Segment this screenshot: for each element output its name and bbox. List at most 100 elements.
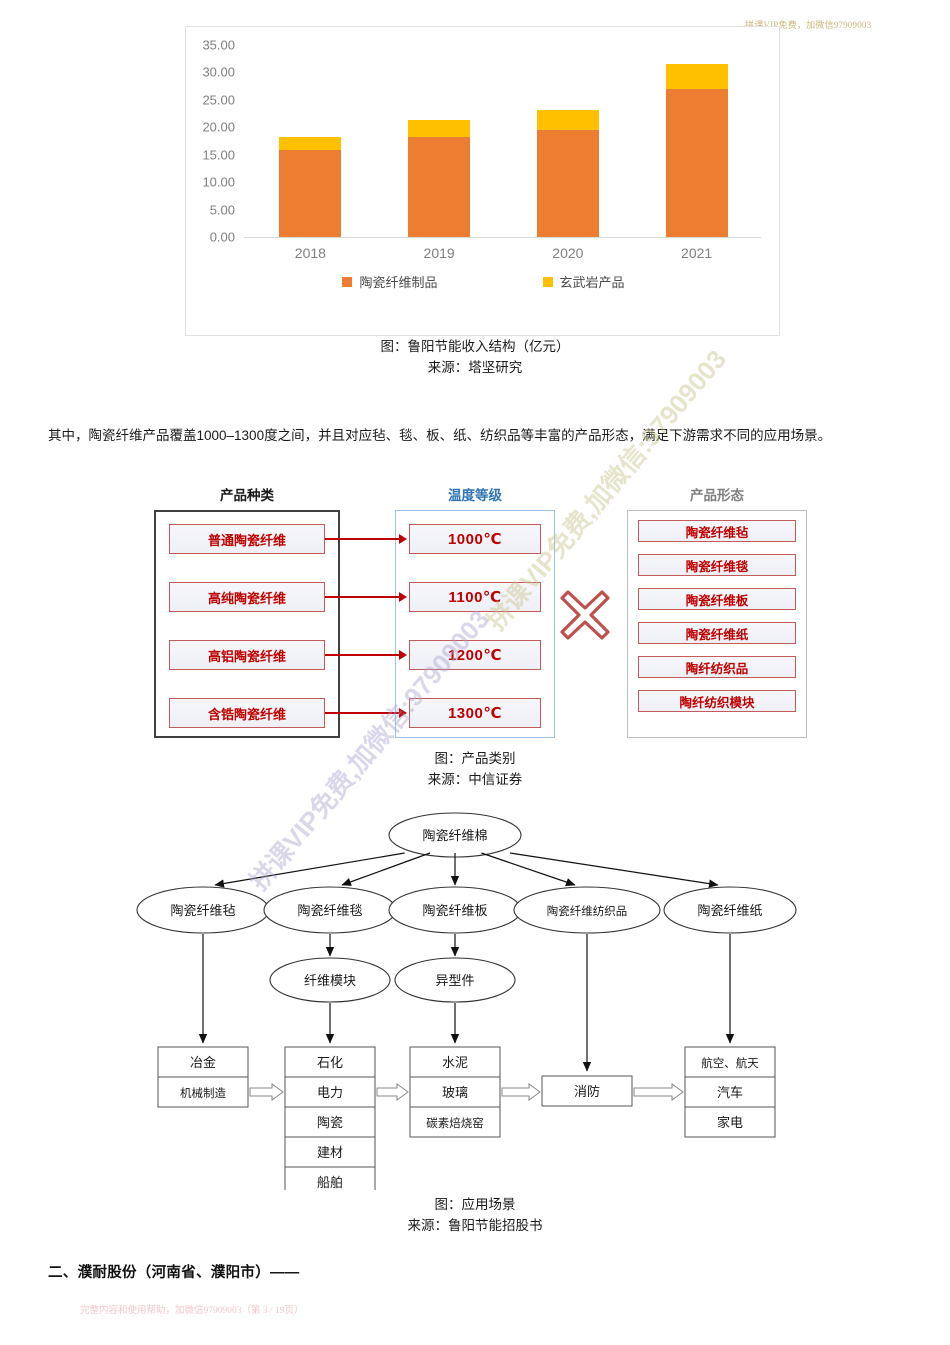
chart-bar-segment xyxy=(279,149,342,237)
watermark-top-right: 拼课VIP免费，加微信97909003 xyxy=(745,20,872,30)
flow-node-level2-label: 陶瓷纤维毯 xyxy=(297,903,362,918)
chart-x-tick-label: 2021 xyxy=(681,245,713,261)
flow-hollow-arrow-icon xyxy=(633,1083,684,1101)
temperature-grade-box: 1000℃ xyxy=(409,524,541,554)
flow-app-box-label: 汽车 xyxy=(717,1085,743,1100)
flow-edge-root-to-level2 xyxy=(481,852,576,887)
flow-app-box-label: 碳素焙烧窑 xyxy=(426,1116,484,1130)
chart-bar-segment xyxy=(536,110,599,131)
flow-app-box-label: 消防 xyxy=(574,1084,600,1099)
chart-x-axis-line xyxy=(244,237,761,238)
chart-x-tick-label: 2019 xyxy=(423,245,455,261)
flow-app-box xyxy=(284,1166,376,1190)
flow-app-box xyxy=(284,1106,376,1138)
flow-app-box-label: 建材 xyxy=(317,1145,343,1160)
category-arrow-line xyxy=(325,712,401,714)
chart-legend: 陶瓷纤维制品 玄武岩产品 xyxy=(186,272,781,291)
flow-node-level2 xyxy=(513,886,661,934)
flow-app-box xyxy=(284,1076,376,1108)
figure3-caption-source: 来源：鲁阳节能招股书 xyxy=(407,1218,543,1233)
chart-y-tick: 25.00 xyxy=(202,92,235,108)
chart-bar-segment xyxy=(408,120,471,138)
product-type-box: 高铝陶瓷纤维 xyxy=(169,640,325,670)
chart-bar-group xyxy=(408,120,471,237)
product-type-box: 含锆陶瓷纤维 xyxy=(169,698,325,728)
category-arrow-head-icon xyxy=(399,534,407,544)
flow-app-box-label: 机械制造 xyxy=(180,1086,226,1100)
temperature-grade-box: 1200℃ xyxy=(409,640,541,670)
chart-bar-segment xyxy=(665,64,728,90)
figure1-caption-source: 来源：塔坚研究 xyxy=(427,360,523,375)
flow-app-box xyxy=(157,1046,249,1078)
figure2-caption-title: 图：产品类别 xyxy=(434,751,516,766)
flow-app-box xyxy=(541,1075,633,1107)
product-form-box: 陶瓷纤维毡 xyxy=(638,520,796,542)
flow-app-box-label: 航空、航天 xyxy=(701,1056,759,1070)
flow-app-box xyxy=(684,1046,776,1078)
chart-legend-item: 陶瓷纤维制品 xyxy=(342,272,438,291)
product-form-box: 陶纤纺织模块 xyxy=(638,690,796,712)
flow-node-level2-label: 陶瓷纤维纺织品 xyxy=(547,904,628,918)
column-title-product-types: 产品种类 xyxy=(220,488,274,503)
figure1-caption-title: 图：鲁阳节能收入结构（亿元） xyxy=(380,339,570,354)
page-footer: 完整内容和使用帮助，加微信97909003（第 3 / 19页） xyxy=(80,1306,304,1316)
category-arrow-head-icon xyxy=(399,592,407,602)
chart-legend-label: 陶瓷纤维制品 xyxy=(359,275,438,290)
chart-y-tick: 30.00 xyxy=(202,64,235,80)
temperature-grade-box: 1300℃ xyxy=(409,698,541,728)
chart-plot-area xyxy=(246,45,761,237)
chart-bar-segment xyxy=(408,137,471,237)
flow-node-level2 xyxy=(663,886,797,934)
flow-node-level3 xyxy=(269,957,391,1003)
flow-hollow-arrow-icon xyxy=(501,1083,541,1101)
flow-app-box xyxy=(284,1046,376,1078)
panel-temperature-grades xyxy=(395,510,555,738)
panel-product-forms xyxy=(627,510,807,738)
flow-node-level3 xyxy=(394,957,516,1003)
chart-bar-group xyxy=(279,136,342,237)
flow-edge-root-to-level2 xyxy=(509,852,719,888)
chart-bar-group xyxy=(665,64,728,237)
product-form-box: 陶纤纺织品 xyxy=(638,656,796,678)
figure2-caption: 图：产品类别 来源：中信证券 xyxy=(0,748,950,790)
temperature-grade-box: 1100℃ xyxy=(409,582,541,612)
panel-product-types xyxy=(154,510,340,738)
section-header: 二、濮耐股份（河南省、濮阳市）—— xyxy=(48,1265,300,1281)
product-type-box: 普通陶瓷纤维 xyxy=(169,524,325,554)
category-arrow-head-icon xyxy=(399,708,407,718)
chart-bar-group xyxy=(536,110,599,237)
body-paragraph: 其中，陶瓷纤维产品覆盖1000–1300度之间，并且对应毡、毯、板、纸、纺织品等… xyxy=(48,427,832,443)
flow-node-level2-label: 陶瓷纤维毡 xyxy=(170,903,235,918)
column-title-temperature: 温度等级 xyxy=(448,488,502,503)
flow-app-box-label: 电力 xyxy=(317,1085,343,1100)
legend-swatch-icon xyxy=(542,276,553,287)
flow-hollow-arrow-icon xyxy=(249,1083,284,1101)
product-category-diagram: 产品种类 温度等级 产品形态 普通陶瓷纤维高纯陶瓷纤维高铝陶瓷纤维含锆陶瓷纤维 … xyxy=(140,478,820,748)
flow-edge-root-to-level2 xyxy=(214,852,405,888)
chart-bar-segment xyxy=(279,136,342,150)
chart-legend-item: 玄武岩产品 xyxy=(542,272,625,291)
category-arrow-line xyxy=(325,596,401,598)
flow-app-box xyxy=(157,1076,249,1108)
flow-app-box-label: 玻璃 xyxy=(442,1085,468,1100)
flowchart-svg: 陶瓷纤维棉陶瓷纤维毡陶瓷纤维毯陶瓷纤维板陶瓷纤维纺织品陶瓷纤维纸纤维模块异型件冶… xyxy=(136,812,797,1190)
column-title-product-forms: 产品形态 xyxy=(690,488,744,503)
chart-y-tick: 35.00 xyxy=(202,37,235,53)
flow-app-box xyxy=(409,1076,501,1108)
figure3-caption-title: 图：应用场景 xyxy=(434,1197,516,1212)
figure2-caption-source: 来源：中信证券 xyxy=(427,772,523,787)
product-form-box: 陶瓷纤维毯 xyxy=(638,554,796,576)
legend-swatch-icon xyxy=(342,276,353,287)
product-form-box: 陶瓷纤维板 xyxy=(638,588,796,610)
category-arrow-line xyxy=(325,654,401,656)
chart-bar-segment xyxy=(536,130,599,237)
flow-node-level3-label: 纤维模块 xyxy=(304,973,356,988)
flow-app-box-label: 船舶 xyxy=(317,1175,343,1190)
flow-node-level2-label: 陶瓷纤维纸 xyxy=(697,903,762,918)
flow-app-box xyxy=(409,1106,501,1138)
flow-node-root-label: 陶瓷纤维棉 xyxy=(422,828,487,843)
flow-app-box-label: 水泥 xyxy=(442,1055,468,1070)
chart-x-tick-label: 2020 xyxy=(552,245,584,261)
